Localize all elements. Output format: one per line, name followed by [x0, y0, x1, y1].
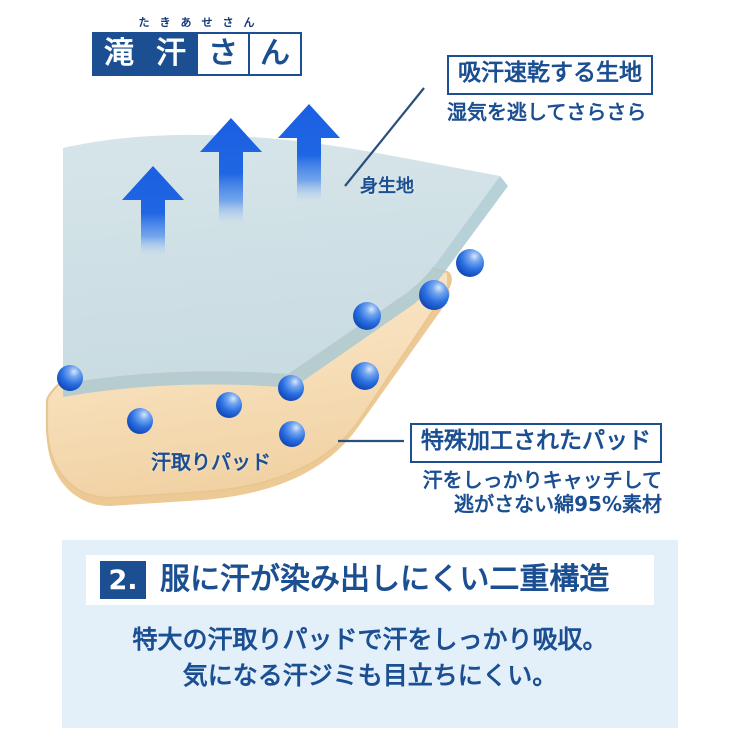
sweat-droplet: [279, 421, 305, 447]
logo-furigana-char: あ: [180, 16, 193, 29]
logo-furigana-char: た: [138, 16, 151, 29]
logo-furigana-char: き: [159, 16, 172, 29]
feature-heading-band: 2. 服に汗が染み出しにくい二重構造: [86, 555, 654, 605]
logo-furigana: た き あ せ さ ん: [92, 16, 302, 30]
callout-quick-dry-fabric: 吸汗速乾する生地 湿気を逃してさらさら: [447, 55, 653, 124]
logo-furigana-char: せ: [201, 16, 214, 29]
evaporation-arrow: [278, 104, 340, 202]
logo-char-box: ん: [250, 34, 300, 74]
sweat-droplet: [353, 302, 381, 330]
evaporation-arrow: [122, 166, 184, 256]
callout-quick-dry-title: 吸汗速乾する生地: [447, 55, 653, 95]
logo-char-box: 汗: [146, 34, 196, 74]
logo-char-box: さ: [198, 34, 248, 74]
logo-furigana-char: さ: [222, 16, 235, 29]
feature-number-badge: 2.: [100, 561, 146, 599]
outer-fabric-label: 身生地: [360, 176, 414, 197]
callout-leader-lines: [338, 87, 425, 443]
fabric-cross-section-diagram: [45, 87, 508, 506]
sweat-droplets: [57, 249, 484, 447]
sweat-droplet: [127, 408, 153, 434]
product-logo: た き あ せ さ ん 滝 汗 さ ん: [92, 16, 302, 76]
sweat-droplet: [278, 375, 304, 401]
callout-special-pad-subtitle-line2: 逃がさない綿95%素材: [454, 492, 662, 517]
sweat-droplet: [419, 280, 449, 310]
sweat-droplet: [216, 392, 242, 418]
sweat-droplet: [456, 249, 484, 277]
callout-special-pad-subtitle-line1: 汗をしっかりキャッチして: [422, 467, 662, 492]
leader-line-top: [344, 87, 425, 187]
callout-special-pad: 特殊加工されたパッド 汗をしっかりキャッチして 逃がさない綿95%素材: [410, 423, 662, 517]
callout-quick-dry-subtitle: 湿気を逃してさらさら: [447, 99, 647, 124]
feature-panel: 2. 服に汗が染み出しにくい二重構造 特大の汗取りパッドで汗をしっかり吸収。 気…: [62, 540, 678, 728]
evaporation-arrows: [122, 104, 340, 256]
outer-fabric-layer: [63, 134, 508, 397]
feature-body-line1: 特大の汗取りパッドで汗をしっかり吸収。: [132, 625, 608, 654]
feature-body-text: 特大の汗取りパッドで汗をしっかり吸収。 気になる汗ジミも目立ちにくい。: [62, 622, 678, 695]
sweat-droplet: [351, 362, 379, 390]
sweat-pad-label: 汗取りパッド: [151, 450, 271, 474]
feature-heading-text: 服に汗が染み出しにくい二重構造: [160, 562, 610, 597]
logo-furigana-char: ん: [243, 16, 256, 29]
callout-special-pad-subtitle: 汗をしっかりキャッチして 逃がさない綿95%素材: [410, 468, 662, 517]
sweat-droplet: [57, 365, 83, 391]
feature-body-line2: 気になる汗ジミも目立ちにくい。: [182, 661, 558, 691]
logo-character-boxes: 滝 汗 さ ん: [92, 32, 302, 76]
evaporation-arrow: [200, 118, 262, 224]
callout-special-pad-title: 特殊加工されたパッド: [410, 423, 662, 463]
logo-char-box: 滝: [94, 34, 144, 74]
